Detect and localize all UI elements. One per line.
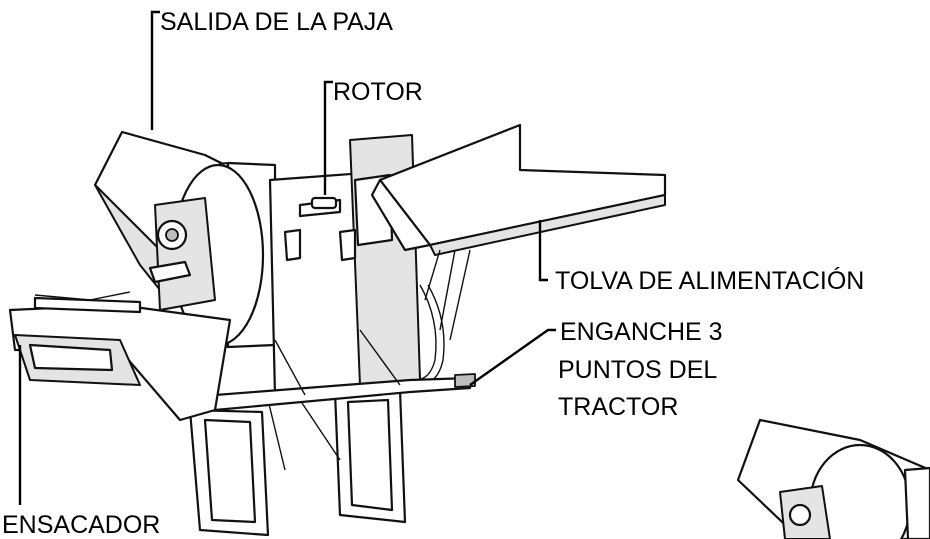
bagger-tray — [8, 291, 232, 422]
straw-outlet-leader — [150, 10, 160, 130]
hitch-label-line2: PUNTOS DEL — [558, 356, 717, 384]
support-legs — [188, 388, 407, 537]
thresher-machine-illustration — [8, 123, 930, 539]
feed-hopper — [370, 123, 667, 341]
callout-lines — [18, 10, 556, 505]
hopper-leader — [538, 220, 548, 282]
hitch-label-line3: TRACTOR — [558, 393, 678, 421]
rotor-label: ROTOR — [333, 78, 423, 106]
hitch-leader — [469, 328, 556, 386]
feed-hopper-label: TOLVA DE ALIMENTACIÓN — [555, 266, 864, 295]
rotor-leader — [323, 80, 333, 195]
partial-machine-view — [736, 418, 930, 539]
labels: SALIDA DE LA PAJA ROTOR TOLVA DE ALIMENT… — [2, 8, 864, 539]
bearing-housing — [148, 197, 216, 311]
straw-outlet-label: SALIDA DE LA PAJA — [160, 8, 393, 36]
main-housing — [268, 134, 422, 397]
bagger-label: ENSACADOR — [2, 511, 160, 539]
hitch-label-line1: ENGANCHE 3 — [560, 318, 723, 346]
